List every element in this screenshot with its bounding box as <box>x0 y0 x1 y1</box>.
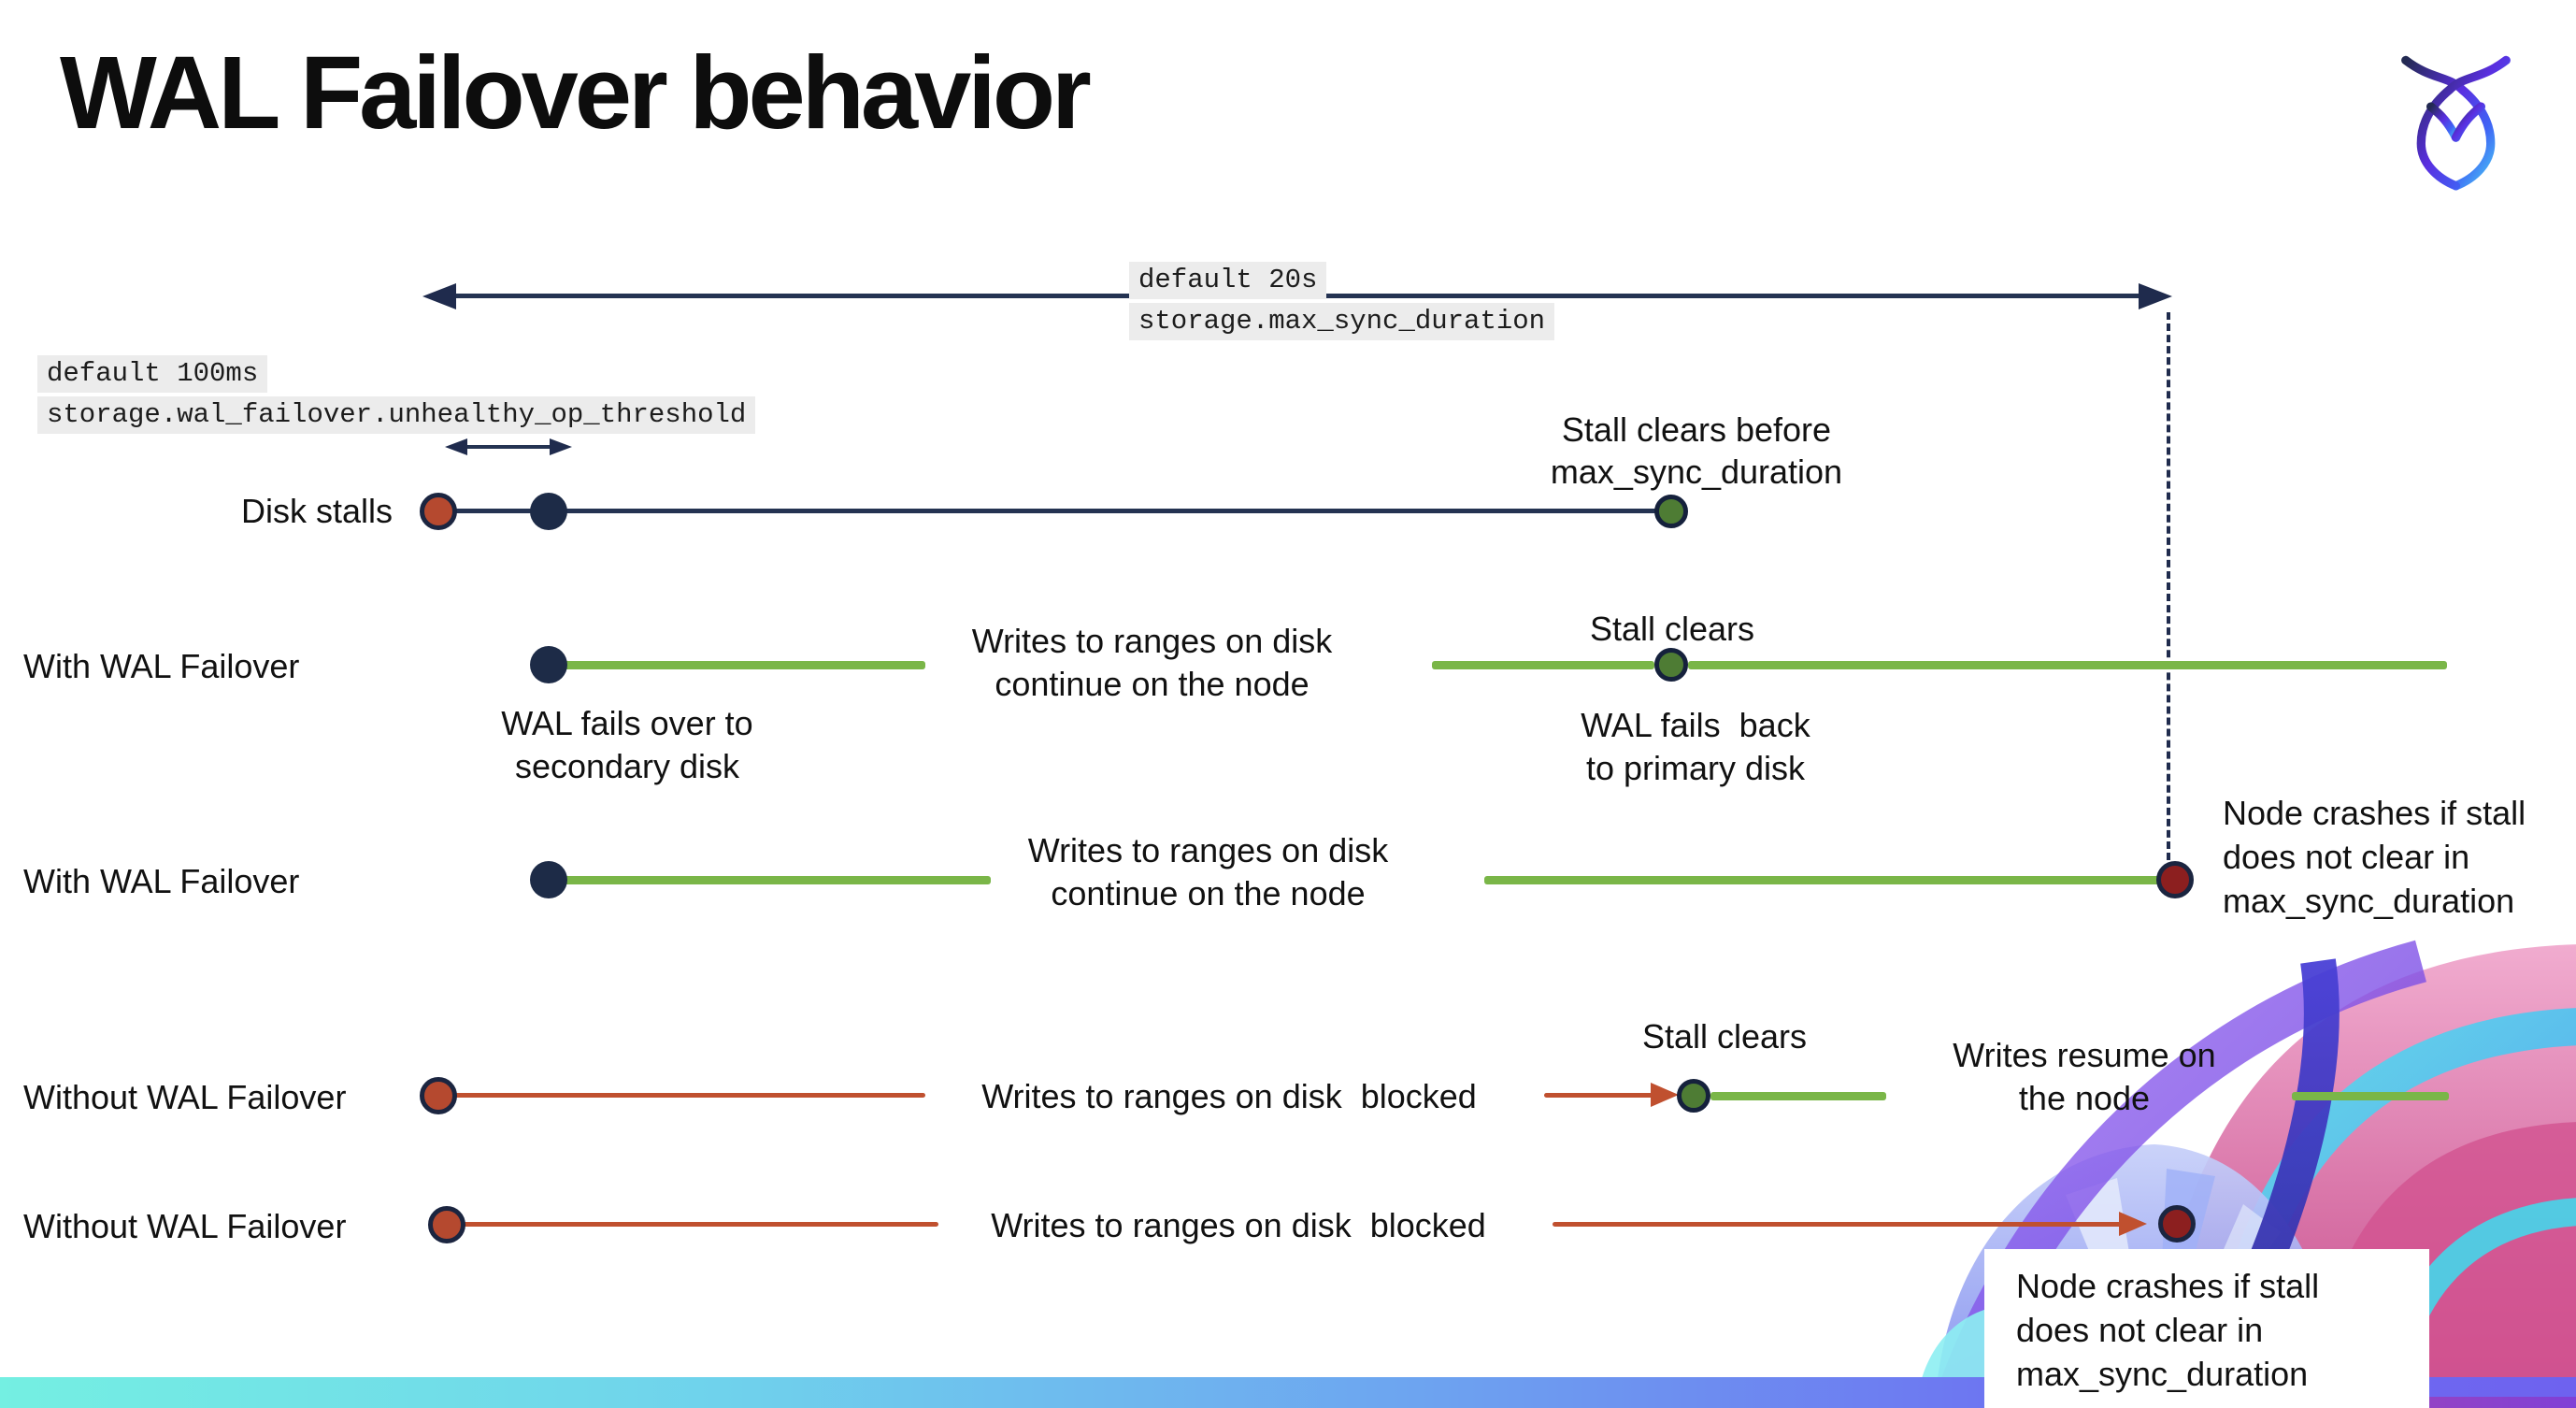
blocked-writes-line <box>451 1093 925 1098</box>
max-sync-arrowhead-left-icon <box>422 283 456 309</box>
stall-clears-dot <box>1654 648 1688 682</box>
row-label-with-wal-failover-2: With WAL Failover <box>23 862 300 900</box>
disk-stall-timeline-line <box>439 509 1671 513</box>
max-sync-default-label: default 20s <box>1129 262 1327 299</box>
writes-resume-note: Writes resume on the node <box>1953 1036 2216 1117</box>
disk-stall-start-dot <box>420 1077 457 1114</box>
node-crash-dot <box>2156 861 2194 898</box>
blocked-writes-arrow-line <box>1553 1222 2132 1227</box>
node-crash-note-2: Node crashes if stall does not clear in … <box>2016 1267 2320 1393</box>
failover-trigger-dot <box>530 861 567 898</box>
unhealthy-op-arrowhead-right-icon <box>550 438 572 455</box>
failover-trigger-dot <box>530 646 567 683</box>
node-crash-dot <box>2158 1205 2196 1243</box>
disk-stall-start-dot <box>420 493 457 530</box>
disk-stall-start-dot <box>428 1206 465 1243</box>
writes-blocked-note-1: Writes to ranges on disk blocked <box>981 1077 1477 1115</box>
row-label-without-wal-failover-1: Without WAL Failover <box>23 1078 347 1116</box>
blocked-writes-line <box>459 1222 938 1227</box>
healthy-writes-line <box>1432 661 1654 669</box>
writes-blocked-note-2: Writes to ranges on disk blocked <box>991 1206 1486 1244</box>
page-title: WAL Failover behavior <box>60 36 1092 151</box>
max-sync-arrowhead-right-icon <box>2139 283 2172 309</box>
blocked-writes-arrow-line <box>1544 1093 1664 1098</box>
healthy-writes-line <box>561 876 991 884</box>
unhealthy-op-arrow-line <box>465 445 551 449</box>
unhealthy-op-default-label: default 100ms <box>37 355 268 393</box>
stall-clears-note-1: Stall clears <box>1589 610 1755 648</box>
cockroachdb-logo-icon <box>2401 55 2511 191</box>
wal-fails-back-note: WAL fails back to primary disk <box>1581 706 1810 787</box>
writes-continue-note-2: Writes to ranges on disk continue on the… <box>1027 831 1389 912</box>
row-label-with-wal-failover-1: With WAL Failover <box>23 647 300 685</box>
healthy-writes-line <box>1484 876 2161 884</box>
healthy-writes-line <box>2292 1092 2449 1100</box>
blocked-writes-arrowhead-icon <box>1651 1083 1679 1107</box>
node-crash-note-1: Node crashes if stall does not clear in … <box>2223 794 2526 920</box>
wal-fails-over-note: WAL fails over to secondary disk <box>501 704 753 785</box>
stall-clears-note-2: Stall clears <box>1641 1017 1808 1056</box>
writes-continue-note-1: Writes to ranges on disk continue on the… <box>971 622 1333 703</box>
stall-clears-dot <box>1654 495 1688 528</box>
healthy-writes-line <box>1688 661 2447 669</box>
healthy-writes-line <box>1710 1092 1886 1100</box>
max-sync-setting-label: storage.max_sync_duration <box>1129 303 1555 340</box>
stall-clears-dot <box>1677 1079 1710 1113</box>
stall-clears-before-note: Stall clears before max_sync_duration <box>1550 410 1843 491</box>
healthy-writes-line <box>561 661 925 669</box>
unhealthy-op-setting-label: storage.wal_failover.unhealthy_op_thresh… <box>37 396 756 434</box>
blocked-writes-arrowhead-icon <box>2119 1212 2147 1236</box>
crash-callout-box <box>1984 1249 2429 1408</box>
max-sync-dashed-drop-line <box>2167 312 2170 860</box>
row-label-without-wal-failover-2: Without WAL Failover <box>23 1207 347 1245</box>
unhealthy-op-arrowhead-left-icon <box>445 438 467 455</box>
failover-threshold-dot <box>530 493 567 530</box>
row-label-disk-stalls: Disk stalls <box>240 492 393 530</box>
